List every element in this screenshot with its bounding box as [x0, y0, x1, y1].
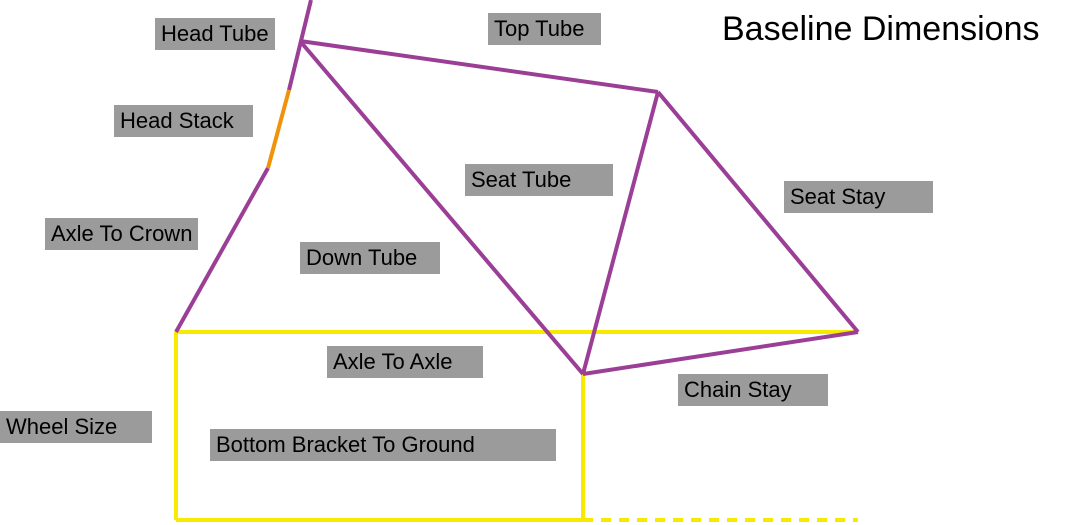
- head-stack-label: Head Stack: [114, 105, 253, 137]
- bottom-bracket-to-ground-label: Bottom Bracket To Ground: [210, 429, 556, 461]
- head-tube-line: [287, 0, 313, 91]
- axle-to-axle-label: Axle To Axle: [327, 346, 483, 378]
- head-tube-label: Head Tube: [155, 18, 275, 50]
- top-tube-label: Top Tube: [488, 13, 601, 45]
- chain-stay-line: [582, 330, 859, 376]
- seat-tube-line: [581, 91, 660, 375]
- top-tube-line: [299, 39, 659, 94]
- axle-to-crown-label: Axle To Crown: [45, 218, 199, 250]
- seat-stay-label: Seat Stay: [784, 181, 933, 213]
- chain-stay-label: Chain Stay: [678, 374, 828, 406]
- seat-tube-label: Seat Tube: [465, 164, 613, 196]
- head-stack-line: [266, 89, 291, 169]
- seat-stay-line: [656, 90, 860, 334]
- down-tube-label: Down Tube: [300, 242, 440, 274]
- axle-to-crown-line: [174, 167, 270, 333]
- diagram-title: Baseline Dimensions: [722, 10, 1040, 48]
- wheel-size-label: Wheel Size: [0, 411, 152, 443]
- down-tube-line: [298, 39, 585, 376]
